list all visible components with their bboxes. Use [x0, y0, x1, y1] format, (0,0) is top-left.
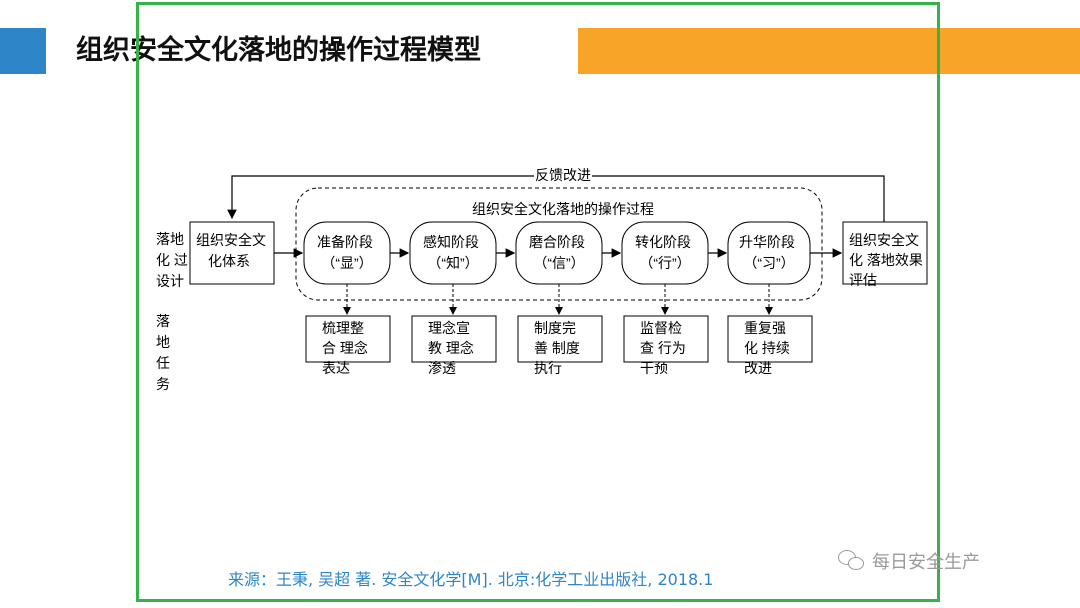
stage-1-text: 准备阶段 （“显”） — [317, 234, 377, 271]
output-box-text: 组织安全文 化 落地效果 评估 — [849, 232, 927, 288]
content-frame — [136, 2, 940, 602]
task-3 — [517, 315, 603, 363]
stage-2 — [409, 221, 497, 285]
output-box — [842, 221, 928, 285]
task-2 — [411, 315, 497, 363]
task-3-text: 制度完 善 制度 执行 — [534, 320, 584, 376]
watermark-text: 每日安全生产 — [872, 552, 980, 573]
page-title: 组织安全文化落地的操作过程模型 — [76, 35, 481, 66]
task-2-text: 理念宣 教 理念 渗透 — [428, 320, 478, 376]
watermark: 每日安全生产 — [838, 548, 980, 574]
stage-4-text: 转化阶段 （“行”） — [635, 234, 695, 271]
stage-3-text: 磨合阶段 （“信”） — [529, 234, 589, 271]
bottom-left-label: 落 地 任 务 — [156, 313, 174, 392]
left-label: 落地 化 过 设计 — [156, 231, 192, 289]
task-4 — [623, 315, 709, 363]
source-citation: 来源：王秉, 吴超 著. 安全文化学[M]. 北京:化学工业出版社, 2018.… — [228, 570, 714, 589]
stage-5-text: 升华阶段 （“习”） — [739, 234, 799, 271]
title-accent-orange — [578, 28, 1080, 74]
task-5 — [727, 315, 813, 363]
process-boundary — [295, 187, 823, 301]
feedback-label: 反馈改进 — [535, 167, 591, 183]
stage-2-text: 感知阶段 （“知”） — [423, 234, 483, 271]
task-5-text: 重复强 化 持续 改进 — [744, 320, 794, 376]
stage-5 — [727, 221, 811, 285]
task-4-text: 监督检 查 行为 干预 — [640, 320, 690, 376]
input-box-text: 组织安全文 化体系 — [196, 232, 270, 269]
task-1 — [305, 315, 391, 363]
input-box — [189, 221, 275, 285]
title-accent-blue — [0, 28, 46, 74]
stage-4 — [621, 221, 709, 285]
stage-1 — [303, 221, 391, 285]
stage-3 — [515, 221, 603, 285]
process-label: 组织安全文化落地的操作过程 — [472, 201, 654, 217]
task-1-text: 梳理整 合 理念 表达 — [322, 320, 372, 376]
wechat-icon — [838, 550, 866, 572]
